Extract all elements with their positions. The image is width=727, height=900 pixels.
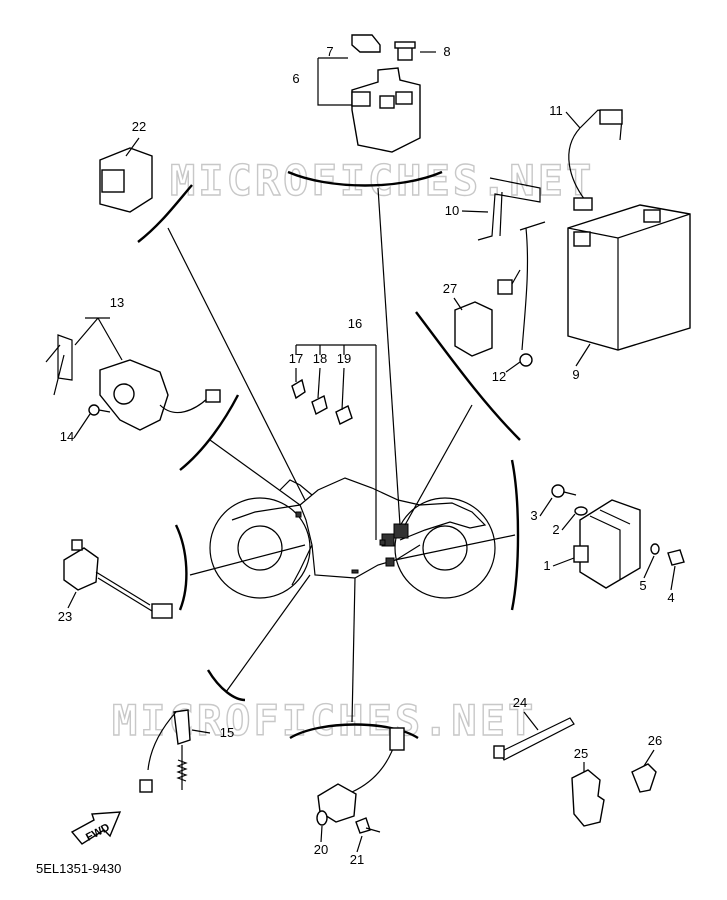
- battery-group: [477, 109, 691, 367]
- starter-relay-group: [317, 34, 436, 153]
- main-switch-group: [45, 317, 221, 431]
- callout-22: 22: [132, 119, 146, 134]
- callout-18: 18: [313, 351, 327, 366]
- callout-14: 14: [60, 429, 74, 444]
- callout-labels: 1 2 3 4 5 6 7 8 9 10 11 12 13 14 15 16 1…: [58, 44, 675, 867]
- motorcycle-outline: [209, 477, 496, 599]
- callout-23: 23: [58, 609, 72, 624]
- part-code: 5EL1351-9430: [36, 861, 121, 876]
- clamp-group: [493, 717, 657, 827]
- callout-1: 1: [543, 558, 550, 573]
- callout-15: 15: [220, 725, 234, 740]
- callout-21: 21: [350, 852, 364, 867]
- callout-leaders: [67, 111, 676, 853]
- leader-lines: [137, 170, 521, 740]
- callout-13: 13: [110, 295, 124, 310]
- sensor-23: [63, 539, 173, 619]
- callout-20: 20: [314, 842, 328, 857]
- callout-12: 12: [492, 369, 506, 384]
- callout-25: 25: [574, 746, 588, 761]
- callout-7: 7: [326, 44, 333, 59]
- callout-24: 24: [513, 695, 527, 710]
- relay-27: [454, 301, 493, 357]
- regulator-group: [551, 484, 685, 589]
- callout-9: 9: [572, 367, 579, 382]
- callout-4: 4: [667, 590, 674, 605]
- fuse-group: [291, 344, 376, 425]
- callout-26: 26: [648, 733, 662, 748]
- switch-15: [139, 709, 191, 793]
- callout-27: 27: [443, 281, 457, 296]
- callout-10: 10: [445, 203, 459, 218]
- callout-3: 3: [530, 508, 537, 523]
- callout-11: 11: [549, 103, 563, 118]
- callout-16: 16: [348, 316, 362, 331]
- callout-2: 2: [552, 522, 559, 537]
- forward-arrow-icon: FWD: [70, 811, 122, 845]
- callout-8: 8: [443, 44, 450, 59]
- relay-22: [99, 147, 153, 213]
- sidestand-switch-group: [316, 727, 405, 834]
- callout-17: 17: [289, 351, 303, 366]
- callout-5: 5: [639, 578, 646, 593]
- watermark-top: MICROFICHES.NET: [170, 156, 594, 205]
- callout-19: 19: [337, 351, 351, 366]
- callout-6: 6: [292, 71, 299, 86]
